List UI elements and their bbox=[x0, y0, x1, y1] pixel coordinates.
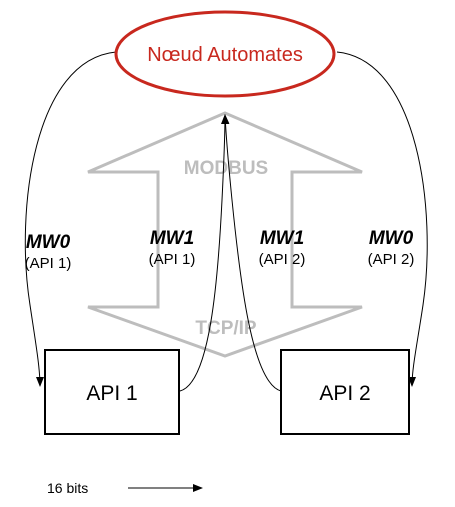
link-mw1-api2 bbox=[221, 114, 282, 392]
plc-label-api2: API 2 bbox=[319, 382, 370, 405]
plc-box-api1 bbox=[44, 349, 180, 435]
register-label: MW0 bbox=[26, 232, 71, 253]
hub-node bbox=[114, 10, 336, 98]
register-label: MW1 bbox=[150, 228, 194, 249]
device-label: (API 1) bbox=[25, 255, 72, 272]
link-mw1-api1 bbox=[179, 114, 229, 392]
register-label: MW1 bbox=[260, 228, 304, 249]
hub-label: Nœud Automates bbox=[147, 44, 303, 66]
protocol-bottom-label: TCP/IP bbox=[195, 318, 257, 339]
device-label: (API 2) bbox=[259, 251, 306, 268]
legend-label: 16 bits bbox=[47, 480, 88, 496]
protocol-double-arrow bbox=[87, 111, 363, 358]
plc-label-api1: API 1 bbox=[86, 382, 137, 405]
register-label: MW0 bbox=[369, 228, 414, 249]
link-mw0-api2 bbox=[336, 51, 428, 387]
link-mw0-api1 bbox=[24, 51, 117, 387]
device-label: (API 2) bbox=[368, 251, 415, 268]
plc-box-api2 bbox=[280, 349, 410, 435]
protocol-top-label: MODBUS bbox=[184, 158, 268, 179]
device-label: (API 1) bbox=[149, 251, 196, 268]
